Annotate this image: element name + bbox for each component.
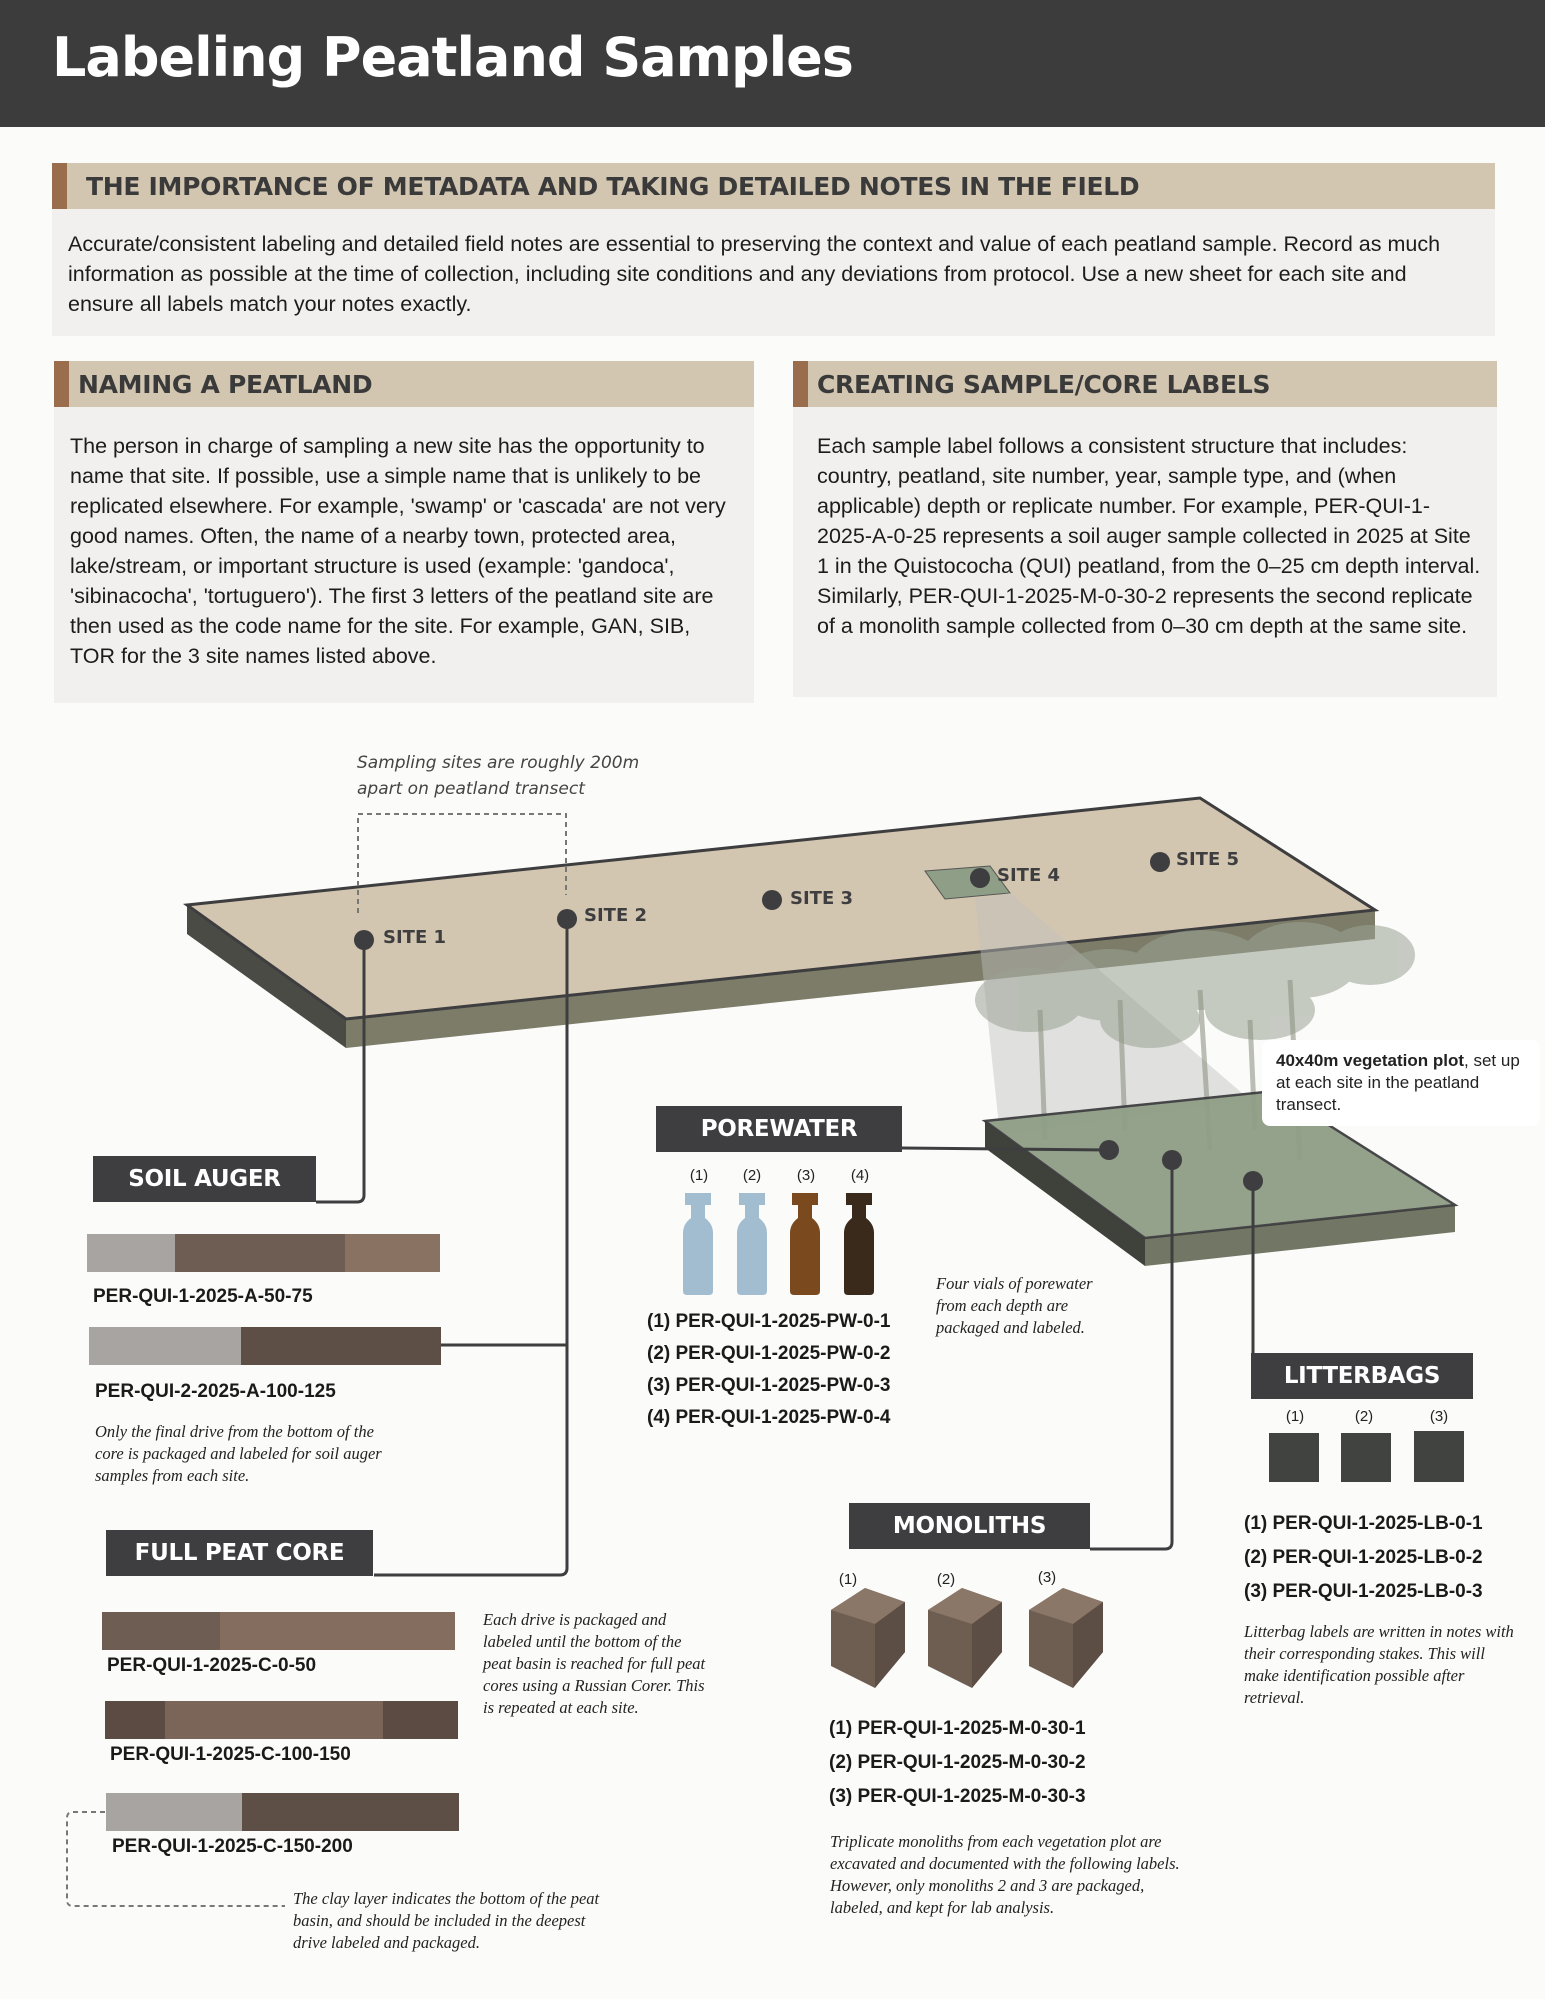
monolith-connector (1090, 1160, 1174, 1551)
litterbags-title: LITTERBAGS (1251, 1353, 1473, 1399)
vial-num-3: (3) (796, 1167, 816, 1184)
peat-slab-side (346, 910, 1375, 1048)
metadata-panel: Accurate/consistent labeling and detaile… (52, 209, 1495, 336)
porewater-label-2: (2) PER-QUI-1-2025-PW-0-2 (647, 1343, 891, 1364)
porewater-label-1: (1) PER-QUI-1-2025-PW-0-1 (647, 1311, 891, 1332)
soil-auger-note: Only the final drive from the bottom of … (95, 1422, 382, 1485)
transect-note: Sampling sites are roughly 200m apart on… (357, 753, 640, 799)
monolith-label-3: (3) PER-QUI-1-2025-M-0-30-3 (829, 1786, 1086, 1807)
trees-illustration (975, 922, 1415, 1048)
monolith-num-3: (3) (1037, 1569, 1057, 1586)
monolith-num-1: (1) (838, 1571, 858, 1588)
title-bar (0, 0, 1545, 127)
labels-heading: CREATING SAMPLE/CORE LABELS (817, 370, 1271, 399)
full-core-label-2: PER-QUI-1-2025-C-100-150 (110, 1744, 351, 1765)
veg-plot-callout-bold: 40x40m vegetation plot (1276, 1051, 1465, 1070)
monolith-3 (1029, 1588, 1103, 1688)
veg-plot-callout-text: , set up at each site in the peatland tr… (1276, 1051, 1520, 1114)
full-core-note: Each drive is packaged and labeled until… (483, 1610, 706, 1717)
porewater-connector (901, 1146, 1110, 1152)
metadata-heading: THE IMPORTANCE OF METADATA AND TAKING DE… (86, 172, 1140, 201)
site5-dot (1150, 852, 1170, 872)
monolith-num-2: (2) (936, 1571, 956, 1588)
litterbag-3 (1414, 1431, 1464, 1482)
heading-accent (793, 361, 808, 407)
porewater-title: POREWATER (656, 1106, 902, 1152)
heading-accent (52, 163, 67, 209)
heading-accent (54, 361, 69, 407)
vial-2 (737, 1193, 767, 1295)
litterbag-num-2: (2) (1354, 1408, 1374, 1425)
full-core-label-3: PER-QUI-1-2025-C-150-200 (112, 1836, 353, 1857)
naming-panel: The person in charge of sampling a new s… (54, 407, 754, 703)
litterbag-1 (1269, 1433, 1319, 1482)
labels-body: Each sample label follows a consistent s… (817, 434, 1481, 638)
porewater-note: Four vials of porewater from each depth … (936, 1274, 1093, 1337)
vial-num-4: (4) (850, 1167, 870, 1184)
peat-slab-front (187, 905, 346, 1048)
metadata-heading-band: THE IMPORTANCE OF METADATA AND TAKING DE… (52, 163, 1495, 209)
site-label-1: SITE 1 (383, 927, 447, 948)
naming-heading: NAMING A PEATLAND (78, 370, 373, 399)
full-core-bar-2 (105, 1701, 458, 1739)
litterbag-num-1: (1) (1285, 1408, 1305, 1425)
monolith-1 (831, 1588, 905, 1688)
clay-bracket (66, 1811, 285, 1907)
soil-auger-label-2: PER-QUI-2-2025-A-100-125 (95, 1381, 336, 1402)
labels-panel: Each sample label follows a consistent s… (793, 407, 1497, 697)
labels-heading-band: CREATING SAMPLE/CORE LABELS (793, 361, 1497, 407)
litterbag-2 (1341, 1433, 1391, 1482)
vial-1 (683, 1193, 713, 1295)
naming-body: The person in charge of sampling a new s… (70, 434, 726, 668)
transect-bracket (357, 813, 567, 913)
litterbag-label-2: (2) PER-QUI-1-2025-LB-0-2 (1244, 1547, 1483, 1568)
porewater-label-4: (4) PER-QUI-1-2025-PW-0-4 (647, 1407, 891, 1428)
naming-heading-band: NAMING A PEATLAND (54, 361, 754, 407)
site-label-5: SITE 5 (1176, 849, 1240, 870)
soil-auger-bar-1 (87, 1234, 440, 1272)
site-label-3: SITE 3 (790, 888, 854, 909)
monolith-label-2: (2) PER-QUI-1-2025-M-0-30-2 (829, 1752, 1086, 1773)
full-core-bar-1 (102, 1612, 455, 1650)
veg-slab-front (985, 1121, 1145, 1266)
monoliths-title: MONOLITHS (849, 1503, 1090, 1549)
soil-auger-title: SOIL AUGER (93, 1156, 316, 1202)
soil-auger-bar-2 (89, 1327, 441, 1365)
full-core-connector (374, 919, 569, 1577)
soil-auger-label-1: PER-QUI-1-2025-A-50-75 (93, 1286, 313, 1307)
monoliths-note: Triplicate monoliths from each vegetatio… (830, 1832, 1180, 1917)
page-title: Labeling Peatland Samples (52, 26, 854, 89)
site-label-2: SITE 2 (584, 905, 648, 926)
veg-slab-side (1145, 1205, 1455, 1266)
porewater-label-3: (3) PER-QUI-1-2025-PW-0-3 (647, 1375, 891, 1396)
clay-note: The clay layer indicates the bottom of t… (293, 1889, 600, 1952)
metadata-body: Accurate/consistent labeling and detaile… (68, 232, 1441, 316)
vial-num-2: (2) (742, 1167, 762, 1184)
litterbag-label-1: (1) PER-QUI-1-2025-LB-0-1 (1244, 1513, 1483, 1534)
soil-auger-connector (316, 940, 366, 1204)
litterbags-note: Litterbag labels are written in notes wi… (1244, 1622, 1514, 1707)
veg-slab-top (981, 1089, 1459, 1240)
vial-num-1: (1) (689, 1167, 709, 1184)
site4-dot (970, 868, 990, 888)
site3-dot (762, 890, 782, 910)
full-core-bar-3 (106, 1793, 459, 1831)
litterbag-label-3: (3) PER-QUI-1-2025-LB-0-3 (1244, 1581, 1483, 1602)
full-core-title: FULL PEAT CORE (106, 1530, 373, 1576)
vial-4 (844, 1193, 874, 1295)
peat-slab-top (182, 796, 1380, 1021)
site-label-4: SITE 4 (997, 865, 1061, 886)
veg-plot-callout: 40x40m vegetation plot, set up at each s… (1262, 1040, 1540, 1126)
monolith-2 (928, 1588, 1002, 1688)
vial-3 (790, 1193, 820, 1295)
litterbag-num-3: (3) (1429, 1408, 1449, 1425)
monolith-label-1: (1) PER-QUI-1-2025-M-0-30-1 (829, 1718, 1086, 1739)
full-core-label-1: PER-QUI-1-2025-C-0-50 (107, 1655, 317, 1676)
